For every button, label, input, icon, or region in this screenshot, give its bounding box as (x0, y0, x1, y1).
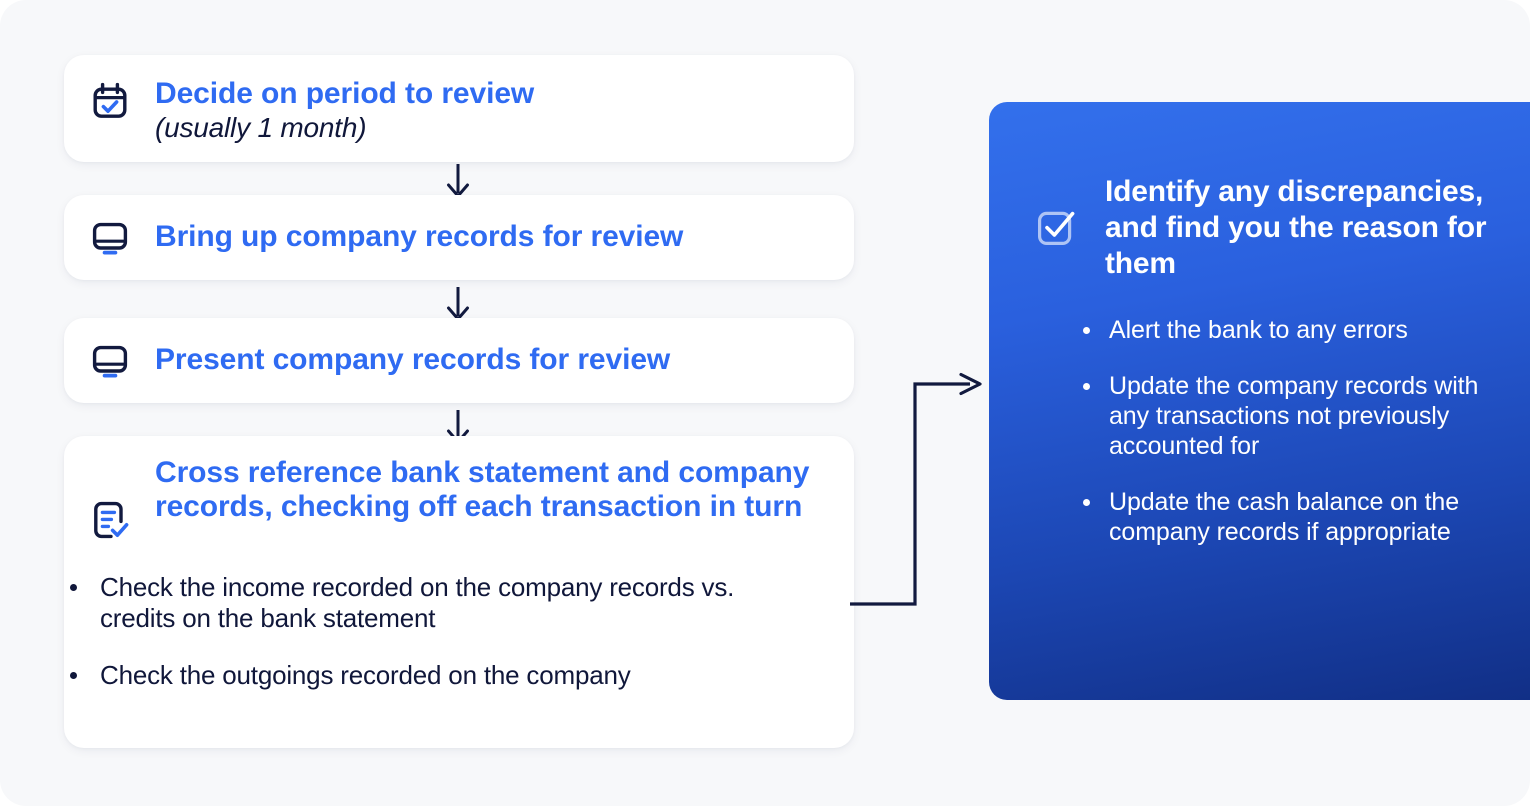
card-content: Decide on period to review (usually 1 mo… (64, 55, 854, 144)
step-card-present-records[interactable]: Present company records for review (64, 318, 854, 403)
bullet-dot (70, 671, 77, 679)
step-title: Decide on period to review (155, 77, 535, 110)
document-check-icon (88, 498, 132, 542)
calendar-check-icon (88, 79, 132, 123)
list-item-label: Check the outgoings recorded on the comp… (100, 659, 631, 690)
step-bullet-list: Check the income recorded on the company… (64, 572, 854, 691)
step-card-decide-period[interactable]: Decide on period to review (usually 1 mo… (64, 55, 854, 162)
list-item-label: Alert the bank to any errors (1109, 316, 1408, 344)
card-text-block: Cross reference bank statement and compa… (155, 456, 814, 524)
list-item-label: Update the cash balance on the company r… (1109, 488, 1460, 546)
list-item-label: Update the company records with any tran… (1109, 372, 1479, 460)
step-subtitle: (usually 1 month) (155, 112, 367, 144)
step-card-bring-up-records[interactable]: Bring up company records for review (64, 195, 854, 280)
bullet-dot (1083, 383, 1090, 390)
card-content: Bring up company records for review (64, 195, 854, 280)
monitor-icon (88, 339, 132, 383)
card-content: Cross reference bank statement and compa… (64, 436, 854, 542)
bullet-dot (1083, 499, 1090, 506)
bullet-dot (70, 584, 77, 591)
card-text-block: Present company records for review (155, 343, 854, 377)
list-item: Update the cash balance on the company r… (1083, 487, 1482, 547)
card-content: Present company records for review (64, 318, 854, 403)
list-item: Check the outgoings recorded on the comp… (70, 659, 814, 691)
panel-bullet-list: Alert the bank to any errors Update the … (989, 315, 1530, 547)
panel-title: Identify any discrepancies, and find you… (1105, 175, 1487, 280)
list-item: Alert the bank to any errors (1083, 315, 1482, 345)
step-title: Cross reference bank statement and compa… (155, 456, 810, 524)
panel-header: Identify any discrepancies, and find you… (989, 102, 1530, 282)
step-card-cross-reference[interactable]: Cross reference bank statement and compa… (64, 436, 854, 748)
step-title: Bring up company records for review (155, 220, 684, 254)
outcome-panel-identify-discrepancies[interactable]: Identify any discrepancies, and find you… (989, 102, 1530, 700)
list-item-label: Check the income recorded on the company… (100, 572, 735, 633)
list-item: Update the company records with any tran… (1083, 371, 1482, 461)
bullet-dot (1083, 327, 1090, 334)
card-text-block: Decide on period to review (usually 1 mo… (155, 77, 854, 144)
step-title: Present company records for review (155, 343, 671, 377)
list-item: Check the income recorded on the company… (70, 572, 814, 634)
arrow-elbow-right-icon (848, 370, 988, 615)
monitor-icon (88, 216, 132, 260)
card-text-block: Bring up company records for review (155, 220, 854, 254)
checkbox-checked-icon (1035, 206, 1079, 250)
